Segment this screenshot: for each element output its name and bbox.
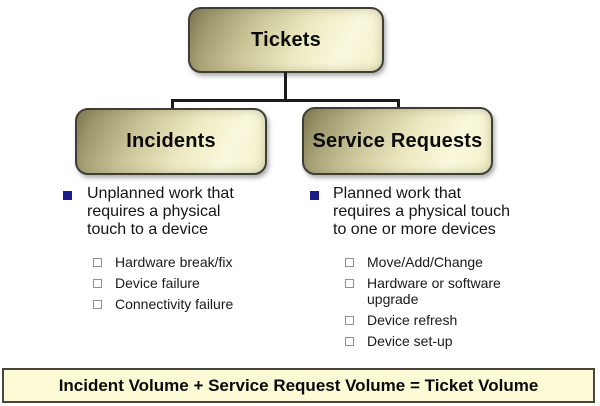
summary-line: requires a physical <box>87 203 221 220</box>
list-item-label: Move/Add/Change <box>367 254 483 270</box>
list-item: Hardware or software upgrade <box>345 275 585 307</box>
list-item: Device refresh <box>345 312 585 328</box>
sub-bullet-square-icon <box>93 258 102 267</box>
list-item: Move/Add/Change <box>345 254 585 270</box>
summary-line: Unplanned work that <box>87 185 234 202</box>
list-item-label: Device set-up <box>367 333 453 349</box>
sub-bullet-square-icon <box>345 258 354 267</box>
incidents-summary: Unplanned work that requires a physical … <box>55 185 293 239</box>
connector-root-vertical <box>284 72 287 102</box>
service-requests-summary: Planned work that requires a physical to… <box>300 185 585 239</box>
service-requests-details: Planned work that requires a physical to… <box>300 185 585 354</box>
service-requests-summary-text: Planned work that requires a physical to… <box>333 185 510 239</box>
incidents-sub-list: Hardware break/fix Device failure Connec… <box>93 254 293 312</box>
connector-horizontal <box>171 99 400 102</box>
sub-bullet-square-icon <box>93 279 102 288</box>
list-item-label: Hardware or software upgrade <box>367 275 501 307</box>
sub-bullet-square-icon <box>345 279 354 288</box>
connector-right-vertical <box>397 99 400 110</box>
sub-bullet-square-icon <box>345 337 354 346</box>
summary-line: Planned work that <box>333 185 462 202</box>
node-incidents-label: Incidents <box>126 130 216 152</box>
node-tickets: Tickets <box>188 7 384 73</box>
node-service-requests: Service Requests <box>302 107 493 175</box>
node-service-requests-label: Service Requests <box>312 129 483 152</box>
list-item: Device set-up <box>345 333 585 349</box>
service-requests-sub-list: Move/Add/Change Hardware or software upg… <box>345 254 585 349</box>
bullet-square-icon <box>63 191 72 200</box>
list-item-label: Hardware break/fix <box>115 254 233 270</box>
bullet-square-icon <box>310 191 319 200</box>
list-item: Hardware break/fix <box>93 254 293 270</box>
list-item-label: Device failure <box>115 275 200 291</box>
node-incidents: Incidents <box>75 108 267 175</box>
summary-line: touch to a device <box>87 221 208 238</box>
node-tickets-label: Tickets <box>251 28 321 51</box>
footer-banner-text: Incident Volume + Service Request Volume… <box>58 375 539 395</box>
connector-left-vertical <box>171 99 174 111</box>
list-item: Device failure <box>93 275 293 291</box>
sub-bullet-square-icon <box>93 300 102 309</box>
list-item-label: Connectivity failure <box>115 296 234 312</box>
incidents-summary-text: Unplanned work that requires a physical … <box>87 185 234 239</box>
list-item: Connectivity failure <box>93 296 293 312</box>
incidents-details: Unplanned work that requires a physical … <box>55 185 293 317</box>
summary-line: requires a physical touch <box>333 203 510 220</box>
sub-bullet-square-icon <box>345 316 354 325</box>
summary-line: to one or more devices <box>333 221 496 238</box>
list-item-label: Device refresh <box>367 312 458 328</box>
footer-banner: Incident Volume + Service Request Volume… <box>2 368 595 403</box>
